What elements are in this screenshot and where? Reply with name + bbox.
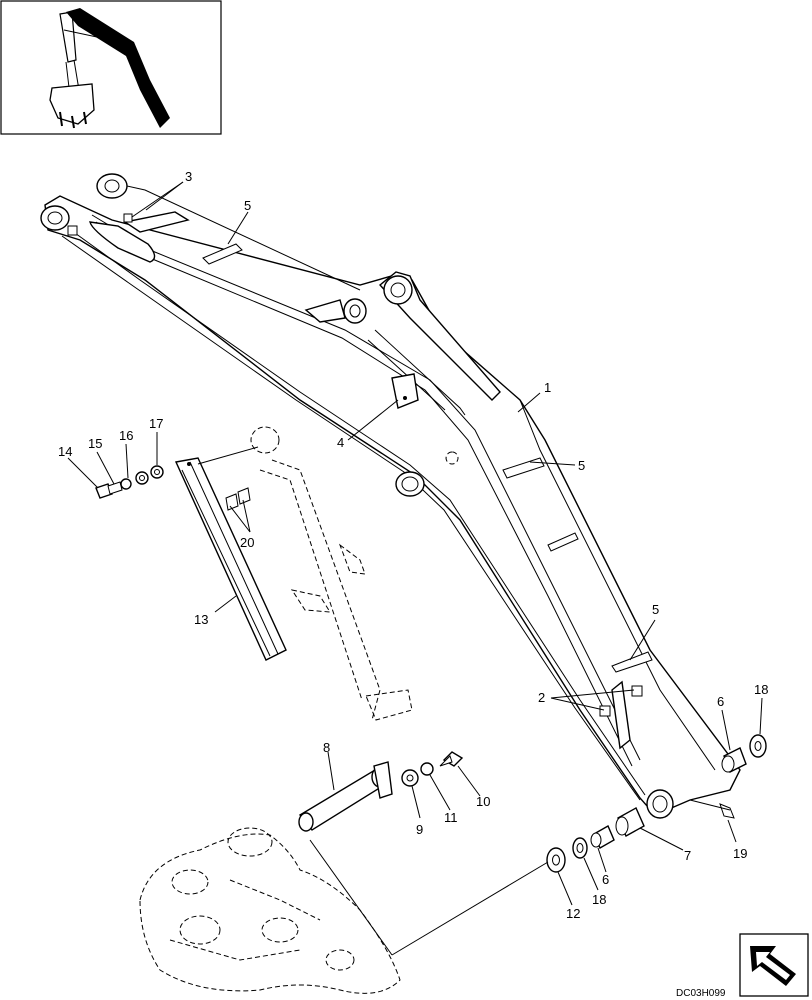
callout-17: 17	[149, 416, 163, 431]
callout-9: 9	[416, 822, 423, 837]
callout-1: 1	[544, 380, 551, 395]
leader-lines	[67, 181, 763, 956]
callout-14: 14	[58, 444, 72, 459]
callout-2: 2	[538, 690, 545, 705]
callout-5: 5	[578, 458, 585, 473]
callout-3: 3	[185, 169, 192, 184]
callout-6: 6	[717, 694, 724, 709]
callout-18: 18	[754, 682, 768, 697]
boom-arm	[40, 173, 741, 819]
direction-arrow-icon[interactable]	[739, 933, 809, 997]
boom-pin	[298, 751, 464, 832]
chassis-phantom	[139, 827, 401, 994]
callout-18: 18	[592, 892, 606, 907]
callout-11: 11	[444, 810, 458, 825]
callout-12: 12	[566, 906, 580, 921]
callout-5: 5	[652, 602, 659, 617]
fastener-stack	[95, 465, 164, 499]
callout-7: 7	[684, 848, 691, 863]
callout-15: 15	[88, 436, 102, 451]
arm-cylinder-phantom	[250, 426, 413, 721]
excavator-arm-thumbnail-icon	[0, 0, 222, 135]
callout-8: 8	[323, 740, 330, 755]
callout-20: 20	[240, 535, 254, 550]
callout-16: 16	[119, 428, 133, 443]
bushing-set	[546, 734, 767, 873]
callout-6: 6	[602, 872, 609, 887]
hose-guard	[174, 457, 287, 661]
callout-10: 10	[476, 794, 490, 809]
callout-4: 4	[337, 435, 344, 450]
callout-13: 13	[194, 612, 208, 627]
drawing-code: DC03H099	[676, 988, 726, 999]
callout-labels: 1 2 3 4 5 5 5 6 6 7 8 9 10 11 12 13 14 1…	[58, 169, 768, 921]
callout-19: 19	[733, 846, 747, 861]
callout-5: 5	[244, 198, 251, 213]
